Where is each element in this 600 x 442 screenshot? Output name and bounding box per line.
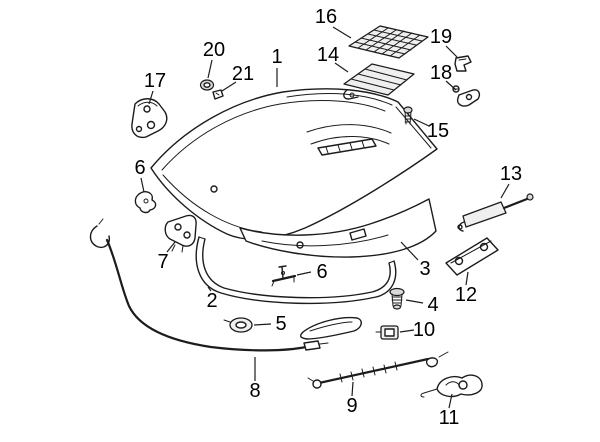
callout-2[interactable]: 2 bbox=[206, 290, 218, 312]
callout-19[interactable]: 19 bbox=[429, 26, 453, 48]
callout-7[interactable]: 7 bbox=[157, 251, 169, 273]
hood-latch-drawing bbox=[420, 374, 483, 398]
callout-18[interactable]: 18 bbox=[429, 62, 453, 84]
callout-13[interactable]: 13 bbox=[499, 163, 523, 185]
gas-strut-drawing bbox=[457, 193, 534, 232]
callout-12[interactable]: 12 bbox=[454, 284, 478, 306]
hood-seal-drawing bbox=[195, 236, 397, 305]
callout-5[interactable]: 5 bbox=[275, 313, 287, 335]
callout-8[interactable]: 8 bbox=[249, 380, 261, 402]
callout-9[interactable]: 9 bbox=[346, 395, 358, 417]
callout-15[interactable]: 15 bbox=[426, 120, 450, 142]
callout-16[interactable]: 16 bbox=[314, 6, 338, 28]
striker-plate-drawing bbox=[445, 237, 499, 276]
callout-3[interactable]: 3 bbox=[419, 258, 431, 280]
callout-10[interactable]: 10 bbox=[412, 319, 436, 341]
callout-4[interactable]: 4 bbox=[427, 294, 439, 316]
grommet-nut-drawing bbox=[199, 79, 224, 100]
callout-17[interactable]: 17 bbox=[143, 70, 167, 92]
cable-grommet-drawing bbox=[223, 317, 253, 333]
hood-panel-drawing bbox=[150, 88, 438, 240]
clip-left-drawing bbox=[134, 191, 157, 214]
hood-hinge-left-drawing bbox=[131, 98, 168, 139]
mesh-grille-drawing bbox=[348, 25, 429, 59]
callout-1[interactable]: 1 bbox=[271, 46, 283, 68]
hood-inner-panel-drawing bbox=[239, 198, 437, 258]
callout-11[interactable]: 11 bbox=[438, 407, 460, 429]
small-clip-drawing bbox=[454, 55, 472, 72]
plug-drawing bbox=[389, 287, 405, 310]
release-cable-drawing bbox=[89, 218, 329, 352]
vent-grille-drawing bbox=[343, 63, 415, 100]
callout-6-left[interactable]: 6 bbox=[134, 157, 146, 179]
callout-21[interactable]: 21 bbox=[231, 63, 255, 85]
cable-clip-drawing bbox=[375, 325, 399, 340]
release-handle-bracket-drawing bbox=[299, 316, 362, 340]
support-rod-drawing bbox=[307, 351, 449, 389]
bracket-screw-drawing bbox=[452, 85, 481, 107]
clip-center-drawing bbox=[271, 265, 297, 287]
bolt-drawing bbox=[403, 106, 413, 125]
callout-14[interactable]: 14 bbox=[316, 44, 340, 66]
hood-hinge-right-drawing bbox=[164, 214, 197, 253]
leader-lines bbox=[140, 26, 510, 409]
callout-20[interactable]: 20 bbox=[202, 39, 226, 61]
callout-6-center[interactable]: 6 bbox=[316, 261, 328, 283]
